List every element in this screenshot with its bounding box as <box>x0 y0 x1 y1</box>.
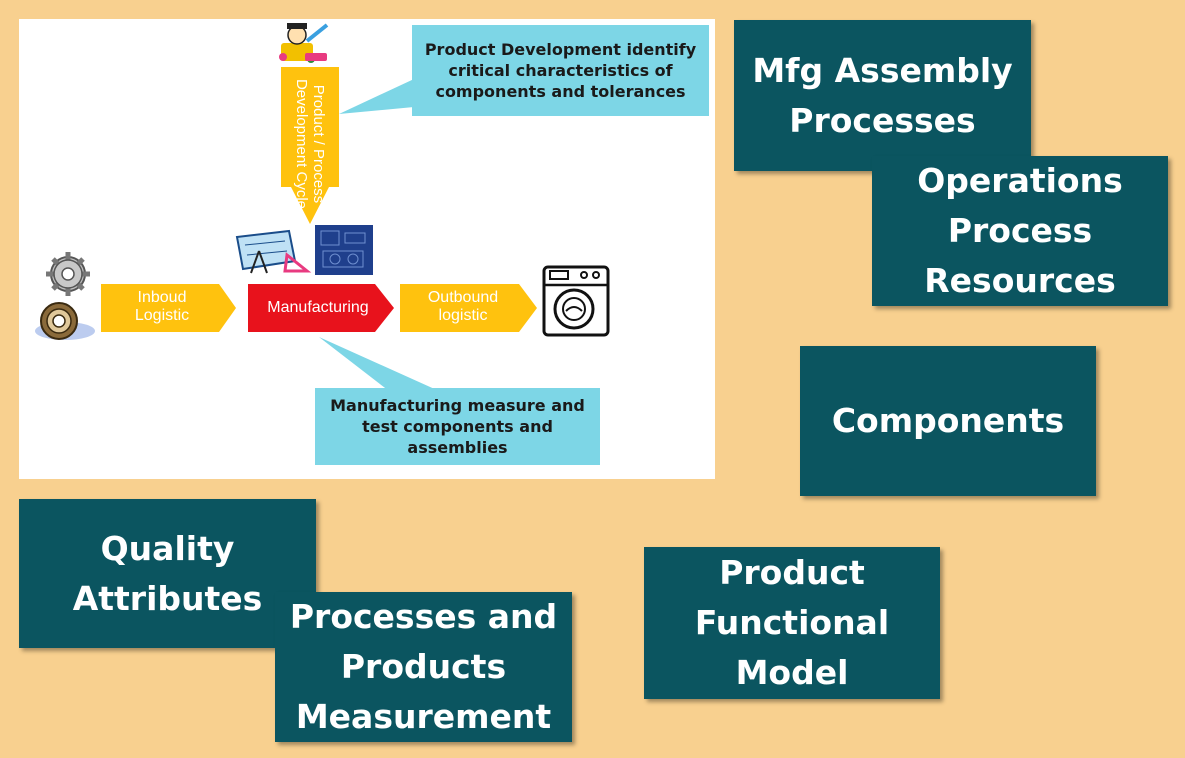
callout-manufacturing-measure: Manufacturing measure and test component… <box>315 388 600 465</box>
tile-product-functional-model: Product Functional Model <box>644 547 940 699</box>
inbound-logistic-label: Inboud Logistic <box>134 289 190 324</box>
person-painting-icon <box>279 23 329 63</box>
blueprint-drafting-icon <box>235 229 312 274</box>
tile-quality-attributes: Quality Attributes <box>19 499 316 648</box>
callout-top-pointer <box>339 79 414 114</box>
process-diagram-graphics <box>35 23 610 391</box>
tile-mfg-assembly-processes: Mfg Assembly Processes <box>734 20 1031 171</box>
manufacturing-arrow <box>248 284 394 332</box>
gear-icon <box>46 252 90 296</box>
tile-mfg-assembly-label: Mfg Assembly Processes <box>752 50 1013 140</box>
tile-components: Components <box>800 346 1096 496</box>
tile-operations-process-resources: Operations Process Resources <box>872 156 1168 306</box>
tile-operations-label: Operations Process Resources <box>917 161 1123 300</box>
development-cycle-label: Product / Process Development Cycle <box>293 78 327 210</box>
outbound-logistic-arrow <box>400 284 537 332</box>
tile-functional-model-label: Product Functional Model <box>694 553 890 692</box>
inbound-logistic-arrow <box>101 284 236 332</box>
outbound-logistic-label: Outbound logistic <box>427 289 499 324</box>
tile-processes-products-measurement: Processes and Products Measurement <box>275 592 572 742</box>
manufacturing-label: Manufacturing <box>267 299 369 316</box>
tile-measurement-label: Processes and Products Measurement <box>289 597 558 736</box>
tile-components-label: Components <box>831 401 1065 440</box>
development-cycle-arrow <box>281 67 339 224</box>
ball-bearing-icon <box>35 302 95 340</box>
tile-quality-label: Quality Attributes <box>72 528 263 618</box>
blueprint-sheet-icon <box>315 225 373 275</box>
callout-bottom-pointer <box>319 337 439 391</box>
washing-machine-icon <box>542 265 610 337</box>
process-diagram-panel: Product / Process Development Cycle Inbo… <box>19 19 715 479</box>
callout-product-development: Product Development identify critical ch… <box>412 25 709 116</box>
